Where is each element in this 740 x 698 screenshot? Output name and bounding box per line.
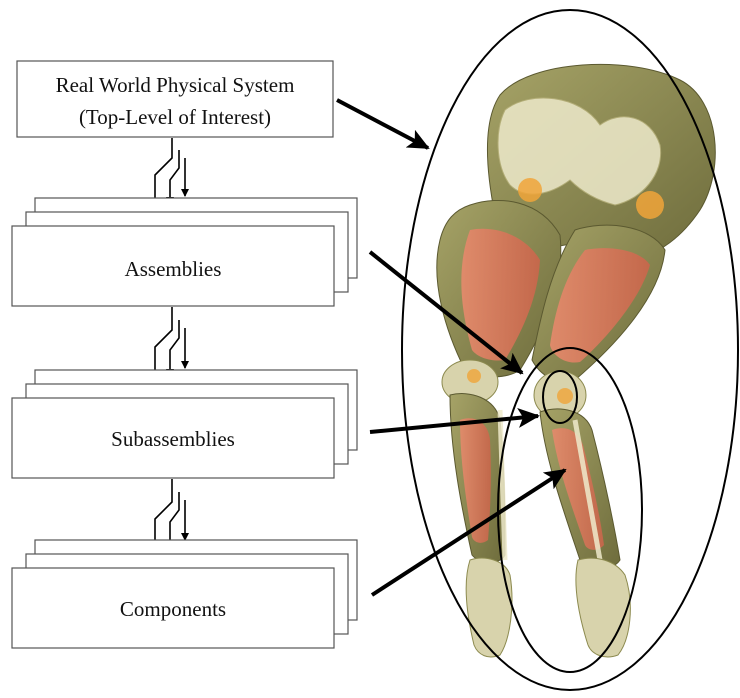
subassemblies-label: Subassemblies <box>111 427 235 451</box>
components-stack: Components <box>12 540 357 648</box>
assemblies-stack: Assemblies <box>12 198 357 306</box>
top-level-box: Real World Physical System (Top-Level of… <box>17 61 333 137</box>
subassemblies-stack: Subassemblies <box>12 370 357 478</box>
human-legs-anatomy-icon <box>437 64 715 657</box>
components-label: Components <box>120 597 226 621</box>
top-level-label-line2: (Top-Level of Interest) <box>79 105 271 129</box>
top-level-label-line1: Real World Physical System <box>56 73 295 97</box>
assemblies-label: Assemblies <box>125 257 222 281</box>
